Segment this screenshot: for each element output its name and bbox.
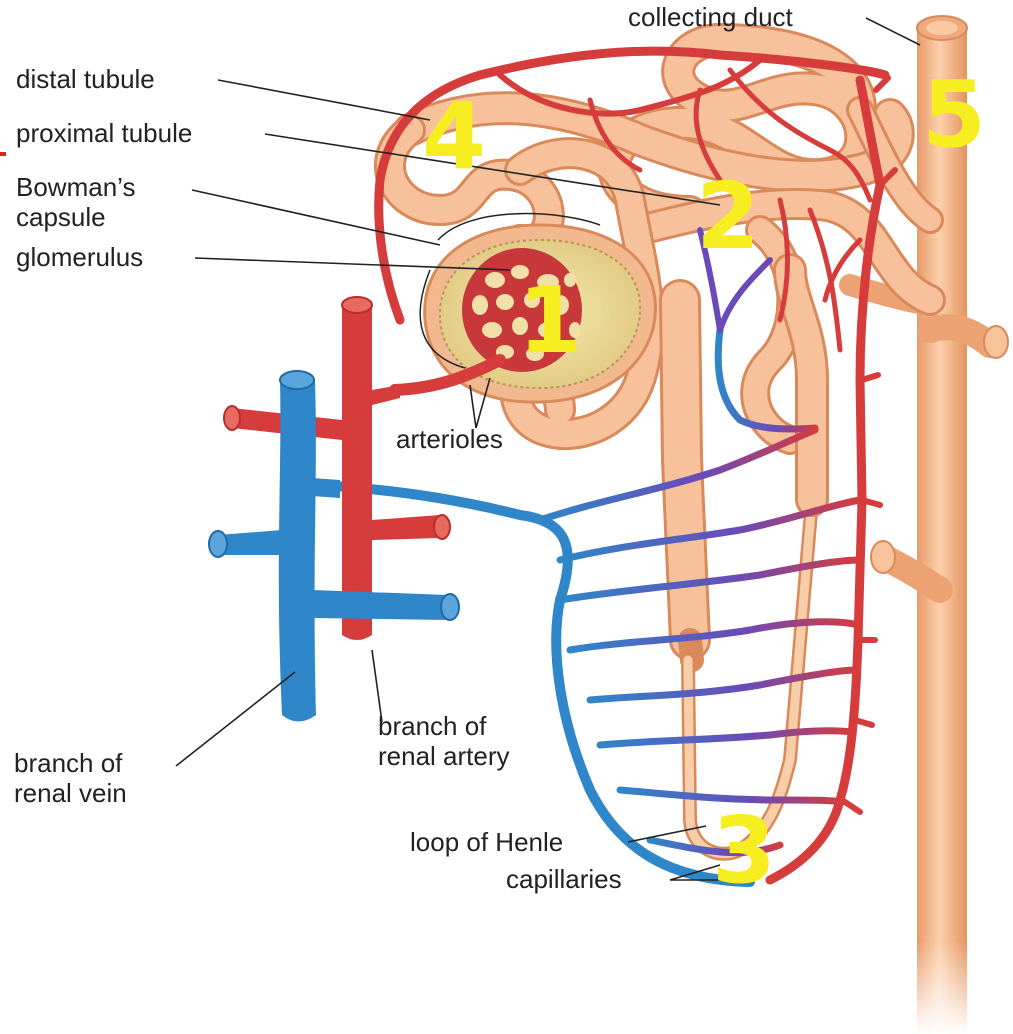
label-bowmans-capsule-line1: Bowman’s	[16, 172, 135, 202]
number-3: 3	[712, 797, 776, 904]
number-2: 2	[696, 163, 760, 270]
label-glomerulus: glomerulus	[16, 242, 143, 272]
renal-artery-branch	[224, 297, 450, 640]
number-5: 5	[922, 61, 986, 168]
label-branch-renal-vein-line1: branch of	[14, 748, 123, 778]
label-branch-renal-artery-line1: branch of	[378, 711, 487, 741]
label-arterioles: arterioles	[396, 424, 503, 454]
number-1: 1	[518, 267, 582, 374]
number-4: 4	[422, 83, 486, 190]
label-bowmans-capsule-line2: capsule	[16, 202, 106, 232]
left-edge-mark	[0, 152, 6, 156]
label-capillaries: capillaries	[506, 864, 622, 894]
label-proximal-tubule: proximal tubule	[16, 118, 192, 148]
label-collecting-duct: collecting duct	[628, 2, 794, 32]
label-branch-renal-artery-line2: renal artery	[378, 741, 510, 771]
label-branch-renal-vein-line2: renal vein	[14, 778, 127, 808]
label-distal-tubule: distal tubule	[16, 64, 155, 94]
label-loop-of-henle: loop of Henle	[410, 827, 563, 857]
